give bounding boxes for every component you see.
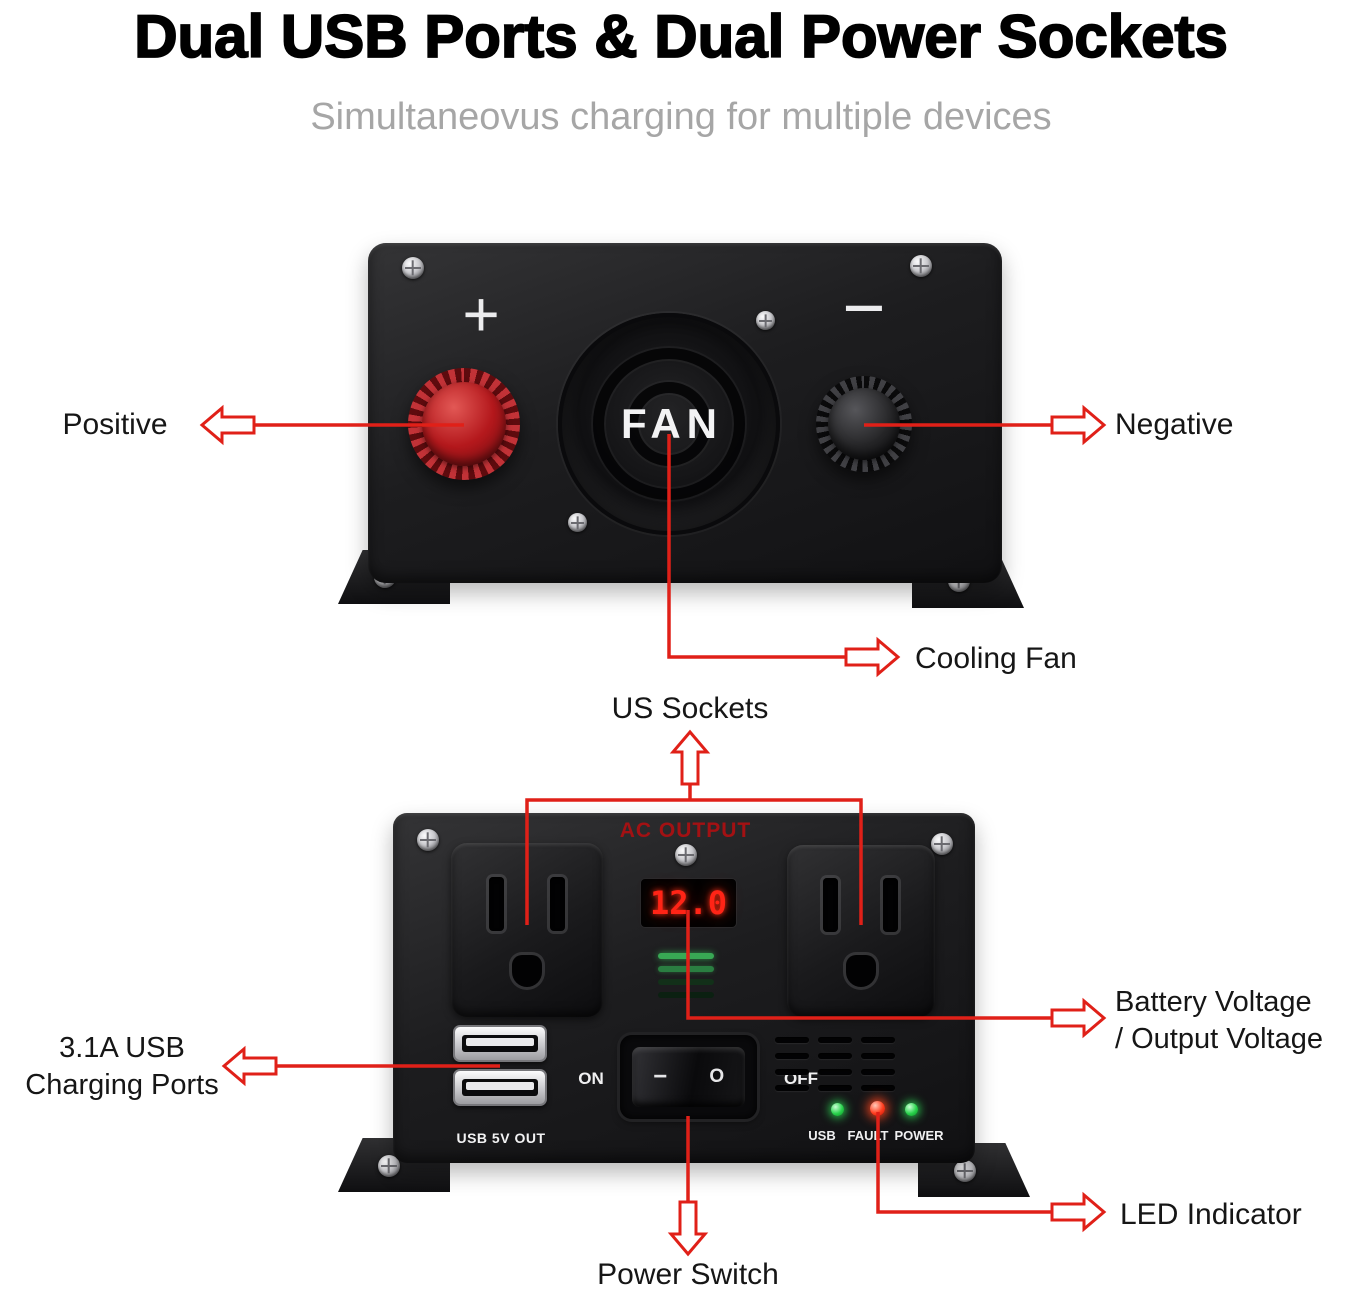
socket-ground-hole	[846, 955, 876, 987]
screw-icon	[417, 829, 439, 851]
vent-slot	[775, 1085, 809, 1091]
negative-terminal	[816, 376, 912, 472]
vent-slot	[658, 953, 714, 959]
us-sockets-arrow-icon	[669, 729, 711, 786]
positive-callout-label: Positive	[62, 408, 168, 441]
inverter-front-panel: + − FAN	[368, 243, 1002, 583]
power-led-label: POWER	[894, 1128, 944, 1143]
battery-voltage-callout-label: Battery Voltage / Output Voltage	[1115, 984, 1362, 1058]
power-switch: − O	[620, 1035, 757, 1119]
negative-symbol: −	[842, 266, 886, 349]
screw-icon	[954, 1160, 976, 1182]
switch-off-glyph: O	[709, 1066, 725, 1087]
fault-led	[870, 1101, 885, 1116]
inverter-output-panel: AC OUTPUT 12.0 USB 5V OUT	[393, 813, 975, 1163]
screw-icon	[378, 1155, 400, 1177]
ac-socket-left	[451, 843, 603, 1017]
vent-slot	[775, 1053, 809, 1059]
vent-slot	[818, 1037, 852, 1043]
screw-icon	[756, 311, 775, 330]
screw-icon	[402, 257, 424, 279]
terminal-cap	[828, 388, 900, 460]
ac-socket-right	[787, 845, 935, 1017]
socket-ground-hole	[512, 955, 542, 987]
screw-icon	[931, 833, 953, 855]
cooling-vents	[775, 1037, 895, 1091]
vent-slot	[775, 1069, 809, 1075]
fault-led-label: FAULT	[847, 1128, 889, 1143]
negative-arrow-icon	[1050, 404, 1107, 446]
ac-output-label: AC OUTPUT	[619, 819, 752, 842]
usb-port-bottom	[453, 1069, 547, 1106]
usb-led	[831, 1103, 844, 1116]
switch-on-label: ON	[578, 1069, 604, 1088]
vent-slot	[658, 979, 714, 985]
vent-slot	[775, 1037, 809, 1043]
positive-arrow-icon	[199, 404, 256, 446]
indicator-vents	[658, 953, 714, 998]
led-indicator-callout-label: LED Indicator	[1120, 1198, 1302, 1231]
battery-voltage-callout-line2: / Output Voltage	[1115, 1023, 1323, 1056]
vent-slot	[818, 1053, 852, 1059]
socket-slot	[489, 877, 504, 931]
terminal-cap	[422, 382, 506, 466]
vent-slot	[861, 1037, 895, 1043]
usb-ports-callout-line1: 3.1A USB	[59, 1032, 185, 1064]
led-indicator-arrow-icon	[1050, 1191, 1107, 1233]
screw-icon	[675, 844, 697, 866]
vent-slot	[861, 1085, 895, 1091]
us-sockets-callout-label: US Sockets	[611, 692, 769, 725]
page-title: Dual USB Ports & Dual Power Sockets	[133, 2, 1228, 71]
page-subtitle: Simultaneovus charging for multiple devi…	[310, 96, 1052, 138]
socket-slot	[550, 877, 565, 931]
negative-callout-label: Negative	[1115, 408, 1234, 441]
battery-voltage-callout-line1: Battery Voltage	[1115, 986, 1312, 1018]
usb-port-tongue	[466, 1082, 534, 1090]
socket-slot	[883, 878, 898, 932]
usb-port-tongue	[466, 1038, 534, 1046]
socket-slot	[823, 878, 838, 932]
voltage-display: 12.0	[640, 878, 737, 928]
power-switch-rocker: − O	[632, 1047, 745, 1107]
screw-icon	[568, 513, 587, 532]
fan-label: FAN	[621, 400, 723, 447]
cooling-fan-arrow-icon	[844, 636, 901, 678]
usb-ports-callout-line2: Charging Ports	[25, 1069, 219, 1102]
usb-5v-out-label: USB 5V OUT	[456, 1130, 546, 1146]
cooling-fan-callout-label: Cooling Fan	[915, 642, 1077, 675]
power-led	[905, 1103, 918, 1116]
vent-slot	[818, 1085, 852, 1091]
power-switch-callout-label: Power Switch	[597, 1258, 779, 1290]
positive-terminal	[408, 368, 520, 480]
battery-voltage-arrow-icon	[1050, 997, 1107, 1039]
cooling-fan: FAN	[558, 313, 780, 535]
vent-slot	[818, 1069, 852, 1075]
vent-slot	[861, 1053, 895, 1059]
positive-symbol: +	[462, 278, 500, 350]
usb-led-label: USB	[808, 1128, 836, 1143]
usb-ports-callout-label: 3.1A USB Charging Ports	[8, 1030, 236, 1104]
switch-on-glyph: −	[653, 1063, 668, 1090]
vent-slot	[658, 966, 714, 972]
vent-slot	[658, 992, 714, 998]
usb-port-top	[453, 1025, 547, 1062]
power-switch-arrow-icon	[667, 1200, 709, 1257]
screw-icon	[910, 255, 932, 277]
vent-slot	[861, 1069, 895, 1075]
